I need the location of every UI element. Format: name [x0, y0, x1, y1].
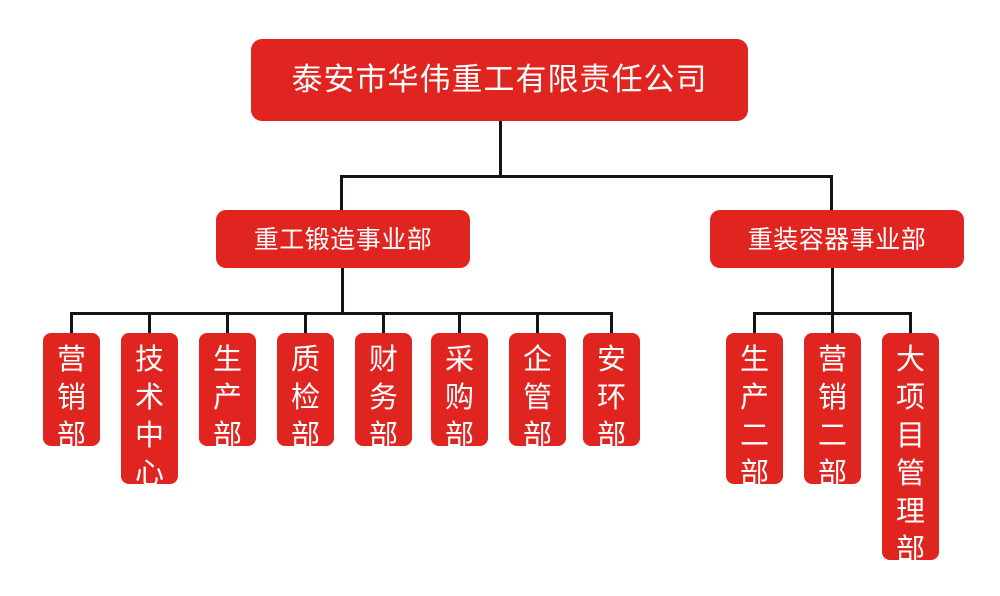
org-node-dept-0-1-label: 技术中心 — [134, 342, 164, 490]
org-node-dept-0-6-label: 企管部 — [522, 342, 552, 452]
connector-drop-dept-0-7 — [610, 312, 613, 334]
org-node-division-0-label: 重工锻造事业部 — [253, 224, 433, 254]
org-node-division-1[interactable]: 重装容器事业部 — [710, 210, 964, 268]
connector-drop-dept-0-5 — [458, 312, 461, 334]
connector-drop-dept-0-0 — [70, 312, 73, 334]
org-node-dept-1-0-label: 生产二部 — [739, 342, 769, 490]
org-node-dept-1-0[interactable]: 生产二部 — [726, 333, 783, 490]
org-node-dept-1-1[interactable]: 营销二部 — [804, 333, 861, 490]
connector-drop-dept-1-0 — [753, 312, 756, 334]
connector-root-bus — [340, 175, 833, 178]
connector-drop-dept-0-3 — [304, 312, 307, 334]
org-node-root-label: 泰安市华伟重工有限责任公司 — [291, 61, 708, 98]
org-node-dept-0-5[interactable]: 采购部 — [431, 333, 488, 452]
connector-drop-dept-0-2 — [226, 312, 229, 334]
connector-division-1-stem — [831, 268, 834, 315]
org-node-dept-1-2-label: 大项目管理部 — [895, 342, 925, 566]
org-node-dept-0-2-label: 生产部 — [212, 342, 242, 452]
org-node-dept-0-5-label: 采购部 — [444, 342, 474, 452]
org-node-dept-1-1-label: 营销二部 — [817, 342, 847, 490]
org-node-dept-0-6[interactable]: 企管部 — [509, 333, 566, 452]
org-node-dept-0-4[interactable]: 财务部 — [355, 333, 412, 452]
connector-root-stem — [499, 121, 502, 177]
org-node-dept-0-2[interactable]: 生产部 — [199, 333, 256, 452]
org-node-dept-0-0[interactable]: 营销部 — [43, 333, 100, 452]
org-node-dept-0-0-label: 营销部 — [56, 342, 86, 452]
org-node-dept-0-3[interactable]: 质检部 — [277, 333, 334, 452]
connector-drop-dept-0-1 — [148, 312, 151, 334]
org-node-division-0[interactable]: 重工锻造事业部 — [216, 210, 470, 268]
connector-drop-dept-1-1 — [831, 312, 834, 334]
org-node-root[interactable]: 泰安市华伟重工有限责任公司 — [251, 39, 748, 121]
connector-division-0-stem — [341, 268, 344, 315]
connector-drop-dept-1-2 — [909, 312, 912, 334]
org-node-dept-0-7-label: 安环部 — [596, 342, 626, 452]
org-node-dept-0-1[interactable]: 技术中心 — [121, 333, 178, 490]
connector-drop-division-0 — [340, 175, 343, 211]
org-node-dept-0-7[interactable]: 安环部 — [583, 333, 640, 452]
connector-division-0-bus — [70, 312, 613, 315]
connector-drop-division-1 — [830, 175, 833, 211]
connector-drop-dept-0-4 — [382, 312, 385, 334]
connector-drop-dept-0-6 — [536, 312, 539, 334]
org-node-dept-0-4-label: 财务部 — [368, 342, 398, 452]
org-node-dept-0-3-label: 质检部 — [290, 342, 320, 452]
org-node-division-1-label: 重装容器事业部 — [747, 224, 927, 254]
org-node-dept-1-2[interactable]: 大项目管理部 — [882, 333, 939, 566]
